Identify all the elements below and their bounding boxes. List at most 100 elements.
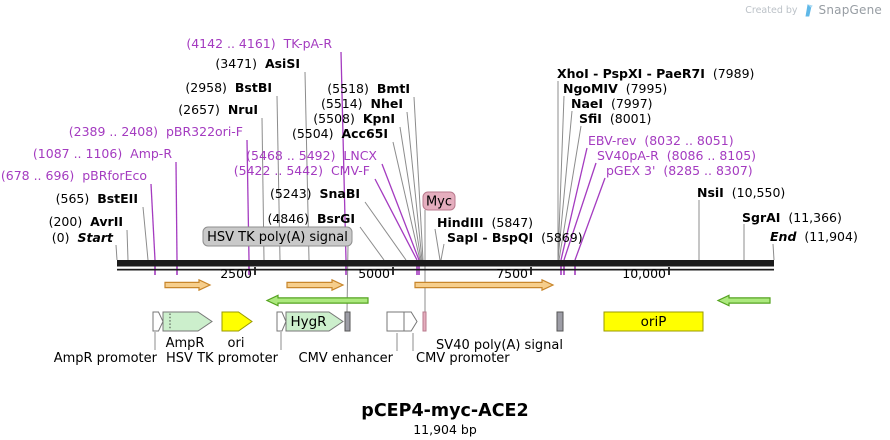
feature-cmv-promoter	[403, 311, 418, 332]
plasmid-size: 11,904 bp	[413, 422, 477, 437]
feature-sv40-polya	[556, 311, 564, 332]
myc-label-text: Myc	[426, 195, 452, 210]
site-sfii-label: SfiI (8001)	[579, 111, 651, 126]
site-snabi-callout	[364, 201, 407, 261]
site-naei-label: NaeI (7997)	[571, 96, 653, 111]
ampr-name-label: AmpR	[166, 336, 205, 351]
site-ebv-rev-callout	[560, 147, 588, 261]
orf-hygr-frame	[286, 278, 345, 292]
site-nsii-label: NsiI (10,550)	[697, 185, 785, 200]
site-hindiii-callout	[434, 228, 441, 261]
axis-tick-2	[530, 267, 532, 275]
site-lncx-callout	[381, 163, 420, 261]
site-sapi-bspqi-callout	[440, 243, 445, 261]
site-pbrforeco-callout	[150, 183, 156, 261]
credit: Created by SnapGene	[745, 3, 882, 17]
site-acc65i-callout	[392, 141, 421, 261]
site-sfii-callout	[558, 125, 582, 261]
orf-rev-2	[716, 294, 771, 307]
title-block: pCEP4-myc-ACE2 11,904 bp	[0, 401, 890, 437]
site-start-label: (0) Start	[52, 230, 114, 245]
feature-hygr	[285, 311, 344, 332]
site-cmv-f-callout	[374, 178, 418, 261]
site-bsteii-callout	[142, 206, 149, 261]
sequence-axis-bar	[117, 260, 774, 267]
site-sv40pa-r-callout	[563, 162, 597, 261]
site-sapi-bspqi-label: SapI - BspQI (5869)	[447, 230, 583, 245]
cmv-enhancer-name-label: CMV enhancer	[299, 351, 394, 366]
ori-name-label: ori	[228, 336, 245, 351]
axis-tick-label-0: 2500	[220, 266, 252, 281]
site-bmti-callout	[413, 96, 424, 261]
site-kpni-callout	[399, 126, 422, 261]
orf-ace2-frame	[414, 278, 555, 292]
site-amp-r-callout	[175, 161, 178, 261]
site-pgex-3-callout	[574, 177, 606, 261]
site-nhei-label: (5514) NheI	[321, 96, 403, 111]
site-bmti-label: (5518) BmtI	[327, 81, 410, 96]
site-ngomiv-callout	[557, 95, 565, 261]
site-end-label: End (11,904)	[770, 229, 858, 244]
hsv-tk-promoter-name-label: HSV TK promoter	[166, 351, 279, 366]
feature-orip-inline-label: oriP	[641, 314, 667, 330]
site-ebv-rev-label: EBV-rev (8032 .. 8051)	[588, 133, 734, 148]
site-end-callout	[772, 243, 775, 261]
site-pbr322ori-f-label: (2389 .. 2408) pBR322ori-F	[69, 124, 243, 139]
site-start-callout	[115, 244, 118, 261]
feature-orip	[603, 311, 704, 332]
feature-hsv-tk-promoter	[276, 311, 287, 332]
site-tk-pa-r-callout	[340, 51, 347, 261]
cmv-promoter-name-label: CMV promoter	[416, 351, 510, 366]
site-ngomiv-label: NgoMIV (7995)	[563, 81, 667, 96]
snapgene-logo-icon	[803, 3, 814, 17]
site-tk-pa-r-label: (4142 .. 4161) TK-pA-R	[186, 36, 332, 51]
site-bsteii-label: (565) BstEII	[56, 191, 138, 206]
axis-tick-label-1: 5000	[358, 266, 390, 281]
feature-ori	[221, 311, 253, 332]
myc-label-box	[422, 191, 456, 211]
orf-rev-1	[265, 294, 369, 307]
feature-hsv-tk-polya	[344, 311, 351, 332]
site-pgex-3-label: pGEX 3' (8285 .. 8307)	[606, 163, 753, 178]
axis-tick-3	[668, 267, 670, 275]
axis-tick-0	[254, 267, 256, 275]
feature-cmv-enhancer	[386, 311, 405, 332]
axis-tick-label-2: 7500	[496, 266, 528, 281]
sequence-axis-rule	[117, 268, 774, 271]
site-lncx-label: (5468 .. 5492) LNCX	[246, 148, 377, 163]
sv40-polya-name-label: SV40 poly(A) signal	[436, 338, 563, 353]
site-nhei-callout	[406, 111, 423, 261]
site-sgrai-label: SgrAI (11,366)	[742, 210, 842, 225]
site-avrii-callout	[126, 229, 129, 261]
site-snabi-label: (5243) SnaBI	[270, 186, 360, 201]
feature-ampr-promoter	[152, 311, 164, 332]
feature-ampr	[162, 311, 213, 332]
feature-myc-tag	[422, 311, 427, 332]
site-kpni-label: (5508) KpnI	[313, 111, 395, 126]
plasmid-title: pCEP4-myc-ACE2	[361, 401, 529, 421]
site-avrii-label: (200) AvrII	[49, 214, 123, 229]
site-naei-callout	[557, 110, 573, 261]
axis-tick-label-3: 10,000	[622, 266, 666, 281]
site-amp-r-label: (1087 .. 1106) Amp-R	[33, 146, 172, 161]
site-cmv-f-label: (5422 .. 5442) CMV-F	[234, 163, 370, 178]
site-pbrforeco-label: (678 .. 696) pBRforEco	[1, 168, 147, 183]
site-acc65i-label: (5504) Acc65I	[292, 126, 388, 141]
orf-ampr-frame	[164, 278, 212, 292]
hsv-tk-polya-label-text: HSV TK poly(A) signal	[207, 230, 348, 245]
site-nrui-label: (2657) NruI	[178, 102, 258, 117]
site-sv40pa-r-label: SV40pA-R (8086 .. 8105)	[597, 148, 756, 163]
site-xhoi-pspxi-paer7i-label: XhoI - PspXI - PaeR7I (7989)	[557, 66, 754, 81]
axis-tick-1	[392, 267, 394, 275]
site-asisi-label: (3471) AsiSI	[215, 56, 300, 71]
site-bsrgi-label: (4846) BsrGI	[267, 211, 355, 226]
site-bstbi-label: (2958) BstBI	[185, 80, 272, 95]
hsv-tk-polya-label-box	[202, 226, 353, 247]
site-bsrgi-callout	[359, 226, 385, 261]
feature-hygr-inline-label: HygR	[290, 314, 326, 330]
snapgene-brand: SnapGene	[818, 3, 882, 17]
ampr-promoter-name-label: AmpR promoter	[54, 351, 158, 366]
credit-text: Created by	[745, 4, 798, 16]
